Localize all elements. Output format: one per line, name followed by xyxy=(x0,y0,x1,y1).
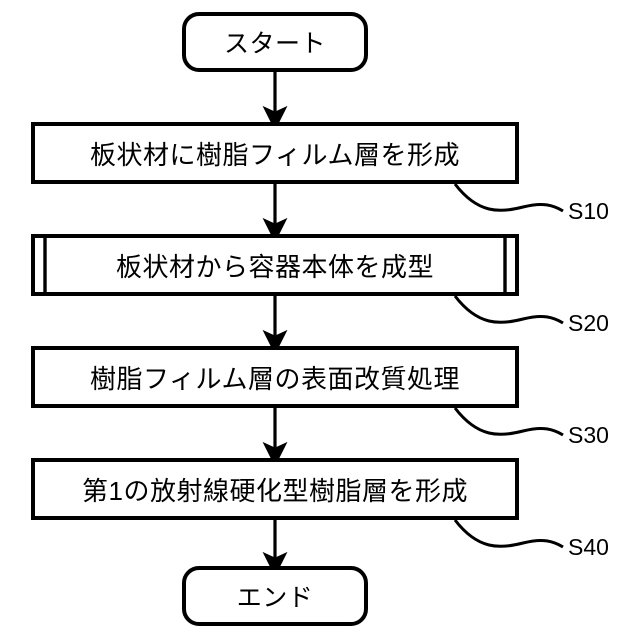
step4-node-shape xyxy=(31,458,519,520)
leader-line-s10 xyxy=(453,183,564,213)
step1-node-shape xyxy=(31,122,519,184)
step-label-s10: S10 xyxy=(568,198,609,224)
end-node-shape xyxy=(182,566,368,626)
start-node-shape xyxy=(182,12,368,72)
step-label-s40: S40 xyxy=(568,534,609,560)
leader-line-s20 xyxy=(453,295,564,325)
leader-line-s40 xyxy=(453,519,564,549)
step-label-s30: S30 xyxy=(568,422,609,448)
step3-node-shape xyxy=(31,346,519,408)
step-label-s20: S20 xyxy=(568,310,609,336)
step2-node-shape xyxy=(31,234,519,296)
leader-line-s30 xyxy=(453,407,564,437)
